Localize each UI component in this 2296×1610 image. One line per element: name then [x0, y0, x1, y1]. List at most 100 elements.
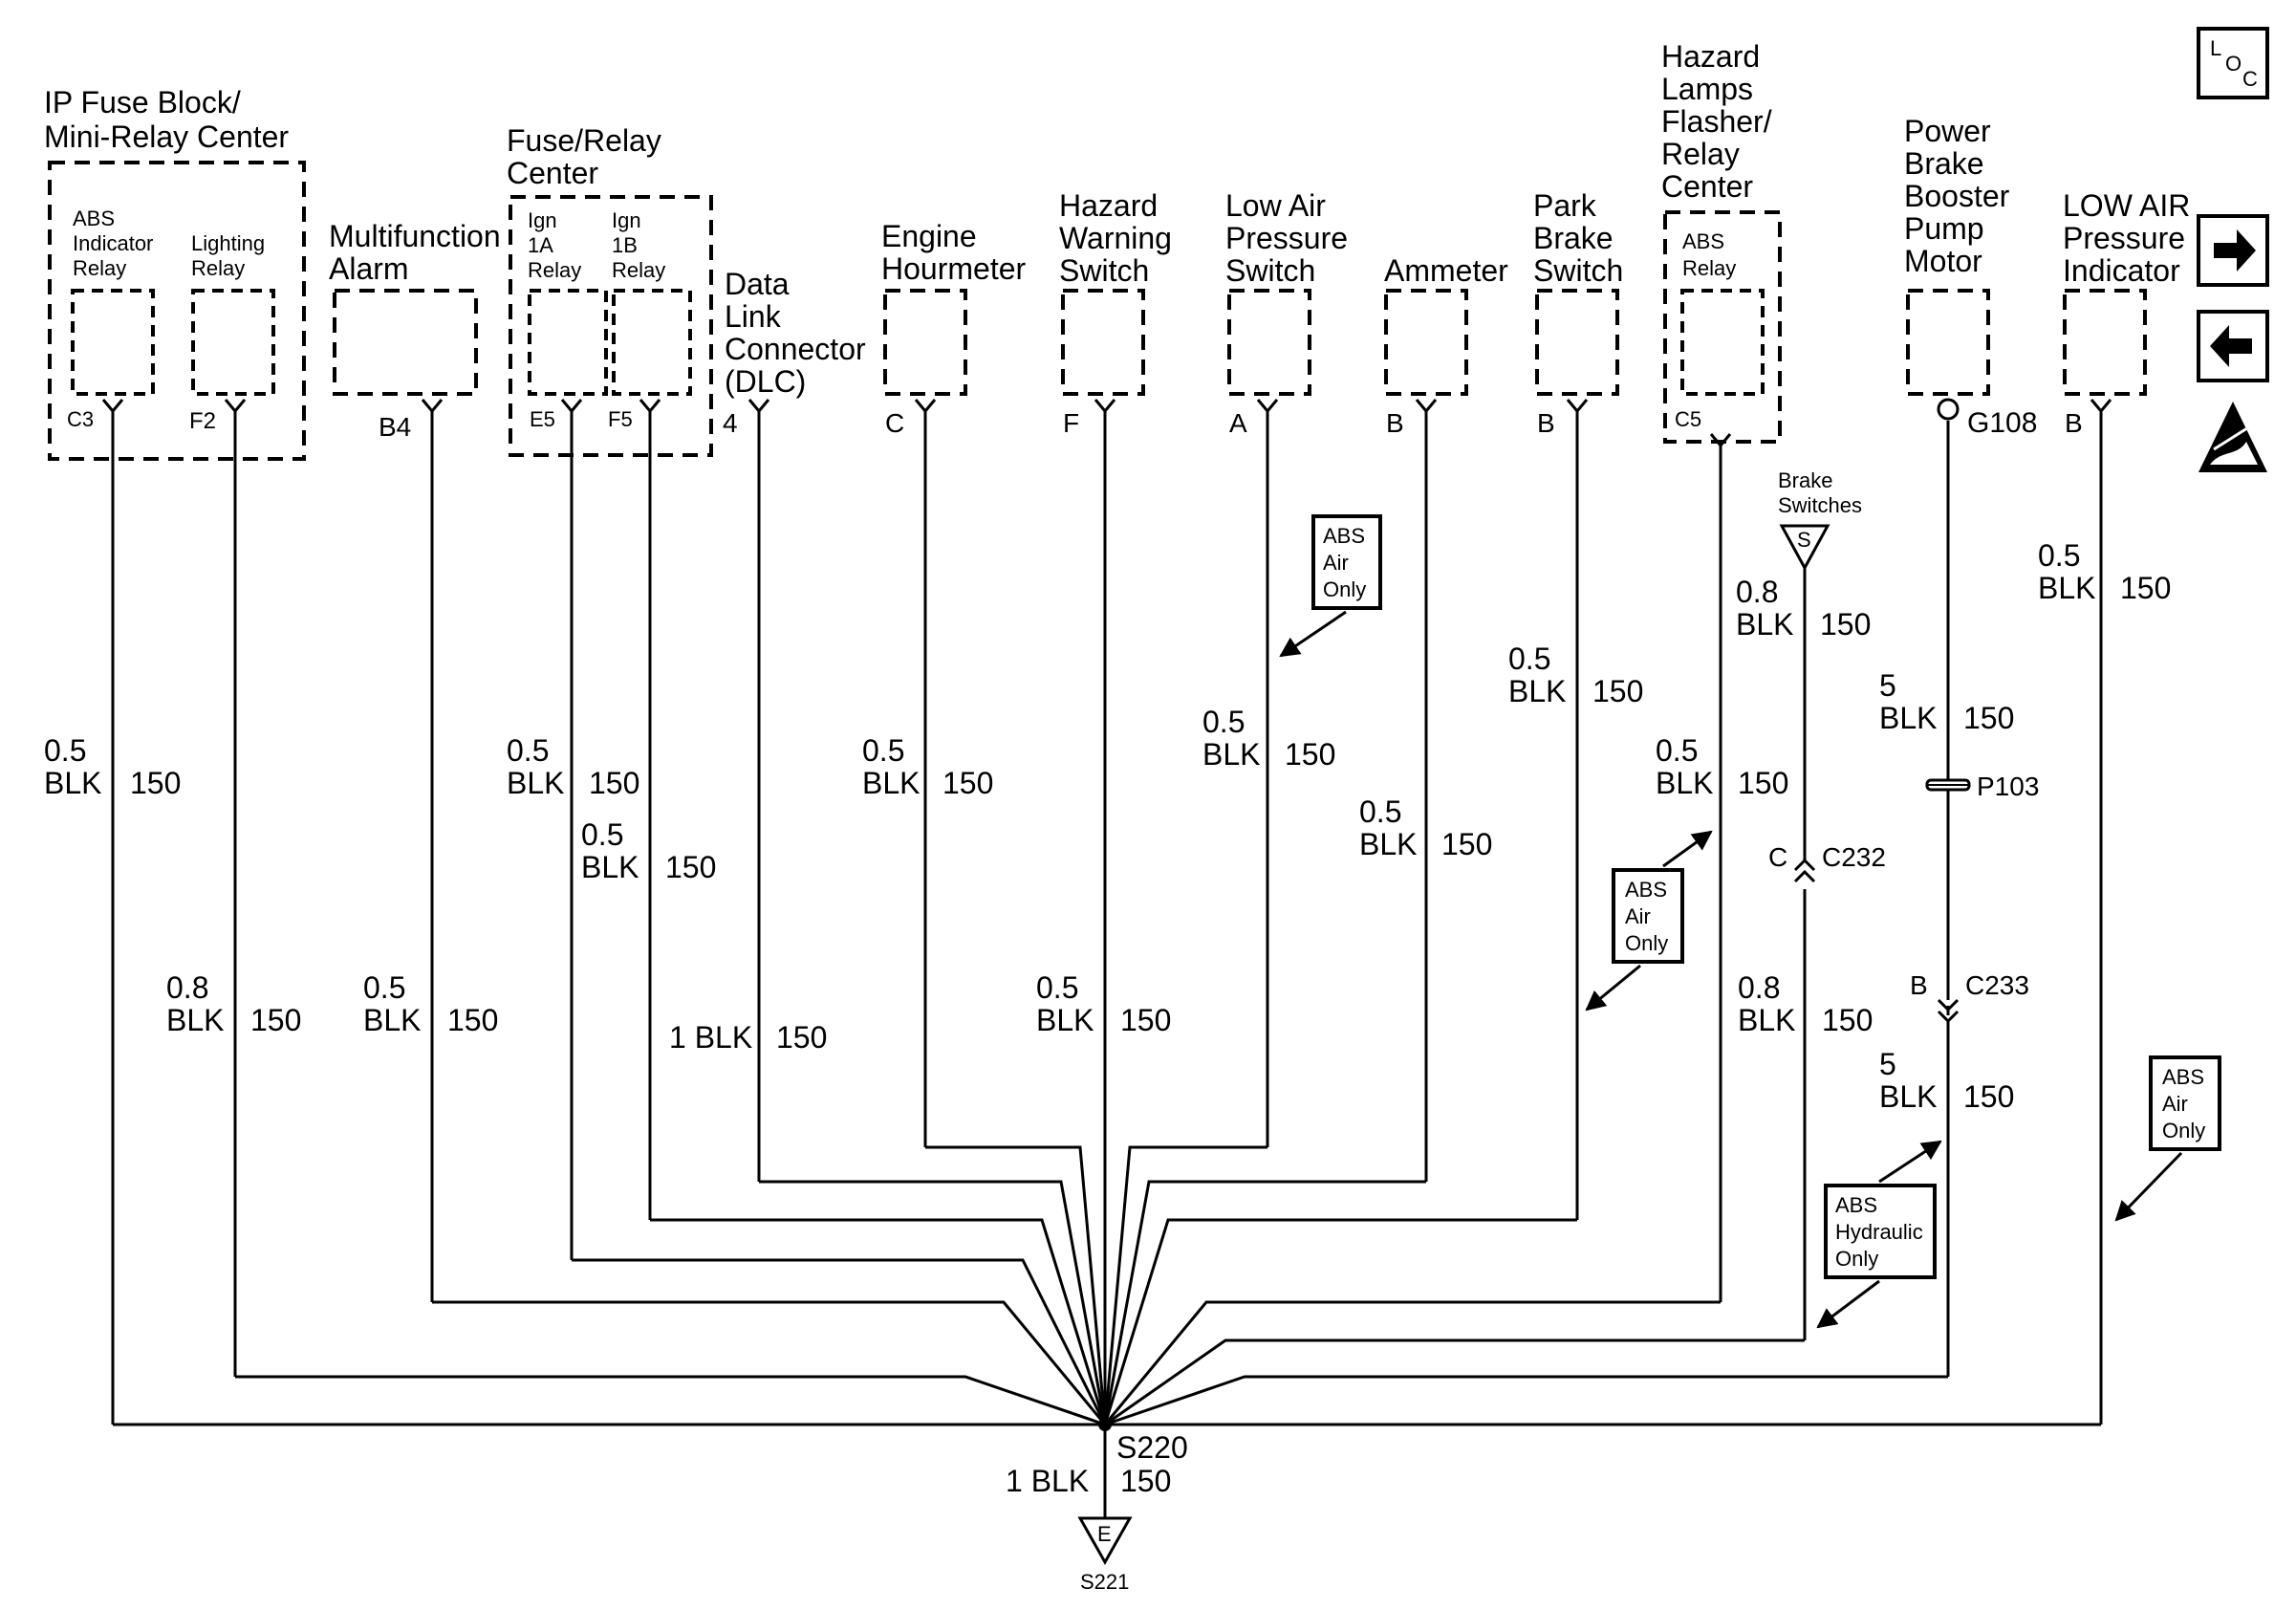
- ign1a-l3: Relay: [528, 258, 581, 282]
- pin-e5: E5: [530, 407, 555, 431]
- w6-color: BLK: [695, 1020, 752, 1055]
- note1-l2: Air: [1323, 551, 1349, 575]
- indicator-l3: Indicator: [2063, 253, 2180, 288]
- indicator-l2: Pressure: [2063, 221, 2185, 255]
- note2-l1: ABS: [1625, 878, 1667, 902]
- dlc-l3: Connector: [725, 332, 866, 366]
- pin-a: A: [1229, 408, 1247, 438]
- lighting-relay-box: [191, 289, 275, 396]
- connector-p103: P103: [1925, 772, 2039, 801]
- low-air-pressure-indicator: LOW AIR Pressure Indicator B: [2063, 188, 2190, 438]
- note4-l2: Air: [2162, 1092, 2188, 1116]
- connector-c232: C C232: [1768, 842, 1886, 883]
- c232-name: C232: [1822, 842, 1886, 872]
- c233-pin: B: [1910, 970, 1928, 1000]
- w14b-size: 5: [1879, 1047, 1896, 1081]
- ign1b-l1: Ign: [612, 208, 641, 232]
- terminal-e5: [560, 399, 583, 414]
- w4-color: BLK: [507, 766, 564, 800]
- ip-fuse-title1: IP Fuse Block/: [44, 85, 241, 120]
- pump-l4: Pump: [1904, 211, 1984, 246]
- low-air-pressure-switch: Low Air Pressure Switch A: [1225, 188, 1348, 438]
- note1-arrow: [1279, 610, 1347, 658]
- w5-color: BLK: [581, 850, 639, 884]
- note-abs-hydraulic-box: [1824, 1184, 1937, 1279]
- w11-color: BLK: [1508, 674, 1566, 708]
- w10-size: 0.5: [1359, 794, 1401, 829]
- w2-color: BLK: [166, 1003, 224, 1037]
- abs-relay-l2: Indicator: [73, 231, 153, 255]
- w10-color: BLK: [1359, 827, 1417, 861]
- arrow-right-icon[interactable]: [2197, 214, 2269, 287]
- note2-arrow-down: [1585, 964, 1641, 1012]
- w12-size: 0.5: [1656, 733, 1698, 768]
- pump-l3: Booster: [1904, 179, 2010, 213]
- terminal-hazard: [1094, 399, 1116, 414]
- note3-l2: Hydraulic: [1835, 1220, 1923, 1244]
- lowair-l3: Switch: [1225, 253, 1315, 288]
- lowair-l2: Pressure: [1225, 221, 1348, 255]
- pump-l1: Power: [1904, 114, 1991, 148]
- terminal-b4: [421, 399, 444, 414]
- park-l3: Switch: [1533, 253, 1623, 288]
- terminal-indicator: [2090, 399, 2112, 414]
- w15-size: 0.5: [2038, 538, 2080, 573]
- ground-s221-symbol: [1077, 1516, 1133, 1566]
- note2-l3: Only: [1625, 931, 1668, 955]
- pin-b-park: B: [1537, 408, 1555, 438]
- fuse-relay-l1: Fuse/Relay: [507, 123, 661, 158]
- ground-g108-label: G108: [1967, 407, 2037, 439]
- loc-button-frame[interactable]: [2197, 27, 2269, 99]
- terminal-dlc: [747, 399, 770, 414]
- c233-symbol: [1937, 998, 1960, 1024]
- multifunction-l2: Alarm: [329, 251, 409, 286]
- w5-circuit: 150: [665, 850, 716, 884]
- park-l1: Park: [1533, 188, 1597, 223]
- hazard-l3: Switch: [1059, 253, 1149, 288]
- note-abs-air-3: ABS Air Only: [2114, 1055, 2221, 1222]
- loc-button[interactable]: L O C: [2197, 27, 2269, 99]
- pump-box: [1906, 289, 1990, 396]
- w12-color: BLK: [1656, 766, 1713, 800]
- note-abs-air-2-box: [1612, 868, 1684, 964]
- w7-circuit: 150: [942, 766, 993, 800]
- pin-b-ammeter: B: [1386, 408, 1404, 438]
- w6-size: 1: [669, 1020, 686, 1055]
- w2-size: 0.8: [166, 970, 208, 1005]
- indicator-box: [2063, 289, 2147, 396]
- w8-size: 0.5: [1036, 970, 1078, 1005]
- w7-color: BLK: [862, 766, 920, 800]
- hazard-switch-box: [1061, 289, 1145, 396]
- note-abs-hydraulic: ABS Hydraulic Only: [1816, 1140, 1942, 1329]
- w10-circuit: 150: [1441, 827, 1492, 861]
- ign1b-l2: 1B: [612, 233, 638, 257]
- note3-arrow-up: [1878, 1140, 1942, 1184]
- w1-color: BLK: [44, 766, 101, 800]
- splice-s220-label: S220: [1116, 1430, 1188, 1465]
- note4-arrow: [2114, 1151, 2183, 1222]
- park-brake-box: [1535, 289, 1619, 396]
- arrow-left-icon[interactable]: [2197, 310, 2269, 382]
- wire-labels: 0.5 BLK 150 0.8 BLK 150 0.5 BLK 150 0.5 …: [44, 538, 2171, 1114]
- pin-4: 4: [723, 408, 738, 438]
- lowair-l1: Low Air: [1225, 188, 1326, 223]
- ign1a-l1: Ign: [528, 208, 557, 232]
- note-abs-air-3-box: [2149, 1055, 2221, 1151]
- abs-indicator-relay-box: [71, 289, 155, 396]
- p103-label: P103: [1977, 772, 2039, 801]
- w6-circuit: 150: [776, 1020, 827, 1055]
- w3-circuit: 150: [447, 1003, 498, 1037]
- ign1a-l2: 1A: [528, 233, 553, 257]
- w2-circuit: 150: [250, 1003, 301, 1037]
- note-abs-air-1-box: [1311, 514, 1382, 610]
- w13a-circuit: 150: [1820, 607, 1871, 642]
- hazard-l1: Hazard: [1059, 188, 1158, 223]
- w8-color: BLK: [1036, 1003, 1094, 1037]
- w13b-color: BLK: [1738, 1003, 1795, 1037]
- w14b-circuit: 150: [1963, 1079, 2014, 1114]
- esd-warning-icon: [2199, 402, 2267, 472]
- flasher-l5: Center: [1661, 169, 1753, 204]
- w14a-circuit: 150: [1963, 701, 2014, 735]
- hazard-flasher-relay-center: Hazard Lamps Flasher/ Relay Center ABS R…: [1661, 39, 1782, 448]
- hazard-l2: Warning: [1059, 221, 1172, 255]
